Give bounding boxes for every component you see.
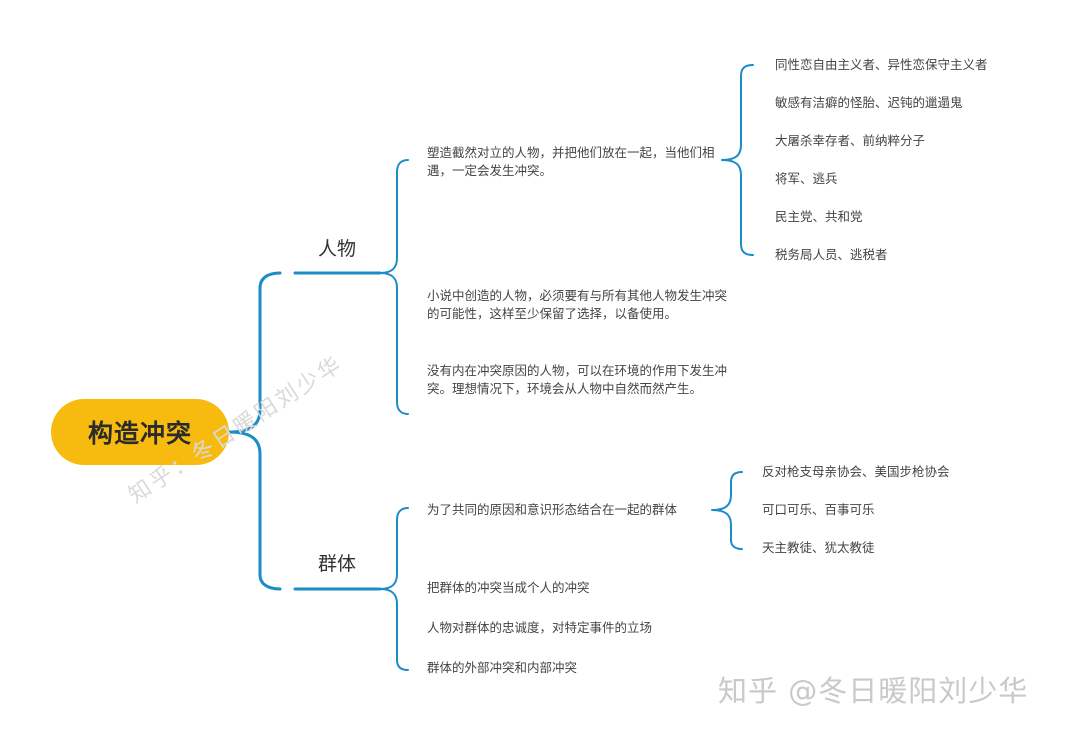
people-node-environment[interactable]: 没有内在冲突原因的人物，可以在环境的作用下发生冲突。理想情况下，环境会从人物中自… <box>427 362 727 398</box>
contrast-pair-5[interactable]: 民主党、共和党 <box>775 208 863 226</box>
branch-group[interactable]: 群体 <box>318 555 356 574</box>
contrast-pair-2[interactable]: 敏感有洁癖的怪胎、迟钝的邋遢鬼 <box>775 94 963 112</box>
contrast-pair-3[interactable]: 大屠杀幸存者、前纳粹分子 <box>775 132 925 150</box>
contrast-bracket <box>721 64 754 256</box>
group-bracket <box>379 507 409 671</box>
branch-label: 人物 <box>318 238 357 260</box>
node-text: 群体的外部冲突和内部冲突 <box>427 660 578 675</box>
people-bracket <box>379 159 409 415</box>
people-node-possibility[interactable]: 小说中创造的人物，必须要有与所有其他人物发生冲突的可能性，这样至少保留了选择，以… <box>427 287 727 323</box>
group-node-personal[interactable]: 把群体的冲突当成个人的冲突 <box>427 579 590 597</box>
node-text: 同性恋自由主义者、异性恋保守主义者 <box>775 57 988 72</box>
ideology-pair-3[interactable]: 天主教徒、犹太教徒 <box>762 539 875 557</box>
node-text: 为了共同的原因和意识形态结合在一起的群体 <box>427 502 678 517</box>
people-node-contrast[interactable]: 塑造截然对立的人物，并把他们放在一起，当他们相遇，一定会发生冲突。 <box>427 144 727 180</box>
group-node-loyalty[interactable]: 人物对群体的忠诚度，对特定事件的立场 <box>427 619 652 637</box>
ideology-pair-1[interactable]: 反对枪支母亲协会、美国步枪协会 <box>762 463 950 481</box>
root-label: 构造冲突 <box>87 419 192 448</box>
node-text: 把群体的冲突当成个人的冲突 <box>427 580 590 595</box>
group-node-ideology[interactable]: 为了共同的原因和意识形态结合在一起的群体 <box>427 501 677 519</box>
node-text: 可口可乐、百事可乐 <box>762 502 875 517</box>
ideology-bracket <box>711 471 743 550</box>
node-text: 税务局人员、逃税者 <box>775 247 888 262</box>
contrast-pair-4[interactable]: 将军、逃兵 <box>775 170 838 188</box>
branch-label: 群体 <box>318 553 357 575</box>
node-text: 民主党、共和党 <box>775 209 863 224</box>
branch-people[interactable]: 人物 <box>318 240 356 259</box>
contrast-pair-1[interactable]: 同性恋自由主义者、异性恋保守主义者 <box>775 56 988 74</box>
node-text: 小说中创造的人物，必须要有与所有其他人物发生冲突的可能性，这样至少保留了选择，以… <box>427 288 728 321</box>
root-node[interactable]: 构造冲突 <box>51 399 229 465</box>
node-text: 反对枪支母亲协会、美国步枪协会 <box>762 464 950 479</box>
node-text: 天主教徒、犹太教徒 <box>762 540 875 555</box>
node-text: 没有内在冲突原因的人物，可以在环境的作用下发生冲突。理想情况下，环境会从人物中自… <box>427 363 728 396</box>
node-text: 塑造截然对立的人物，并把他们放在一起，当他们相遇，一定会发生冲突。 <box>427 145 715 178</box>
contrast-pair-6[interactable]: 税务局人员、逃税者 <box>775 246 888 264</box>
group-node-external-internal[interactable]: 群体的外部冲突和内部冲突 <box>427 659 577 677</box>
node-text: 人物对群体的忠诚度，对特定事件的立场 <box>427 620 653 635</box>
node-text: 大屠杀幸存者、前纳粹分子 <box>775 133 926 148</box>
node-text: 敏感有洁癖的怪胎、迟钝的邋遢鬼 <box>775 95 963 110</box>
watermark-corner: 知乎 @冬日暖阳刘少华 <box>718 674 1029 708</box>
root-bracket <box>227 271 282 591</box>
node-text: 将军、逃兵 <box>775 171 838 186</box>
ideology-pair-2[interactable]: 可口可乐、百事可乐 <box>762 501 875 519</box>
